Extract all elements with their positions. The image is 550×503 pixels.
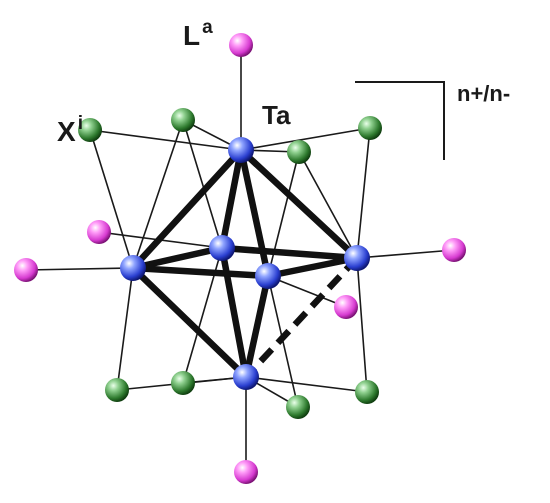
ta-ta-bond [242, 272, 272, 381]
ta-atom-front [255, 263, 281, 289]
bridge-bond [245, 376, 368, 393]
bridge-bond [267, 151, 300, 277]
bridge-bond [298, 151, 358, 259]
bridge-bond [89, 129, 134, 269]
octahedron-bonds [129, 146, 361, 381]
ta-ta-bond [218, 244, 361, 262]
apical-bonds [25, 44, 455, 473]
x-ligand-atom [286, 395, 310, 419]
l-ligand-atom-left [14, 258, 38, 282]
ta-atom-back [209, 235, 235, 261]
ta-ta-bond [218, 146, 245, 252]
x-ligand-atom [358, 116, 382, 140]
ta-ta-bond-dashed [243, 255, 360, 380]
metal-atoms [120, 137, 370, 390]
l-ligand-atom-bottom [234, 460, 258, 484]
ta-ta-bond [218, 244, 250, 381]
l-ligand-atom-back [87, 220, 111, 244]
bridge-bond [116, 267, 134, 391]
ta-ta-bond [129, 244, 226, 272]
x-ligand-atom [287, 140, 311, 164]
x-ligand-atom [355, 380, 379, 404]
charge-bracket [355, 81, 445, 160]
x-ligand-atom [171, 108, 195, 132]
inner-ligand-atoms [78, 108, 382, 419]
bridge-bond [356, 127, 371, 259]
ta-atom-left [120, 255, 146, 281]
metal-label: Ta [262, 100, 291, 130]
ta-atom-right [344, 245, 370, 271]
bridge-bond [240, 127, 371, 151]
ta-ta-bond [237, 146, 361, 262]
ta-atom-bottom [233, 364, 259, 390]
apical-bond-front [267, 275, 347, 308]
ta-ta-bond [129, 264, 272, 280]
charge-label: n+/n- [457, 81, 510, 106]
ta-atom-top [228, 137, 254, 163]
ta-ta-bond [129, 146, 245, 272]
bridge-bond [132, 119, 184, 269]
ta-ta-bond [129, 264, 250, 381]
apical-bond-right [356, 249, 455, 259]
l-ligand-atom-right [442, 238, 466, 262]
bridge-bond [182, 119, 223, 249]
x-ligand-atom [105, 378, 129, 402]
bridge-bond [356, 257, 368, 393]
x-ligand-atom [171, 371, 195, 395]
bridge-bond [89, 129, 242, 151]
l-ligand-atom-front [334, 295, 358, 319]
inner-ligand-label-main: X [57, 116, 76, 147]
x-ligand-atom [78, 118, 102, 142]
apical-ligand-label-sup: a [202, 17, 213, 38]
l-ligand-atom-top [229, 33, 253, 57]
apical-ligand-label-main: L [183, 20, 200, 51]
apical-bond-left [25, 267, 134, 271]
apical-ligand-atoms [14, 33, 466, 484]
ta-ta-bond [237, 146, 272, 280]
inner-ligand-label-sup: i [78, 113, 83, 134]
ta-ta-bond [264, 254, 361, 280]
